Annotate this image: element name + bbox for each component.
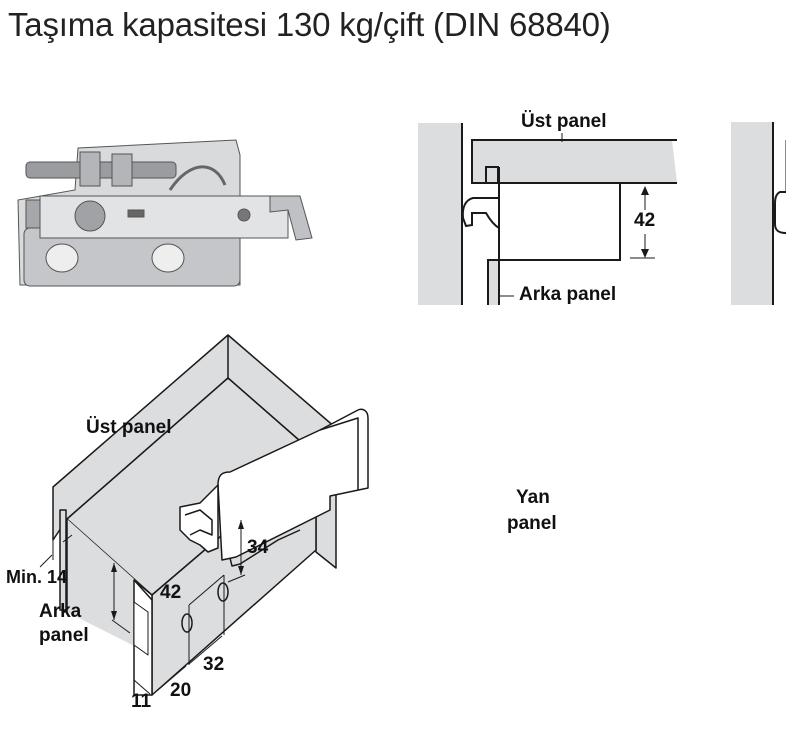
- section-view: [418, 122, 786, 305]
- min-14-label: Min. 14: [6, 567, 68, 587]
- product-photo: [17, 139, 313, 287]
- iso-dim-34: 34: [247, 537, 269, 558]
- page-title: Taşıma kapasitesi 130 kg/çift (DIN 68840…: [8, 6, 611, 43]
- iso-dim-11: 11: [131, 691, 152, 712]
- isometric-view: [39, 334, 369, 696]
- iso-top-panel-label: Üst panel: [86, 417, 172, 438]
- section-back-panel-label: Arka panel: [519, 284, 617, 305]
- iso-dim-20: 20: [170, 680, 192, 701]
- iso-side-panel-label-2: panel: [507, 513, 557, 534]
- section-top-panel-label: Üst panel: [521, 111, 607, 132]
- iso-dim-42: 42: [160, 582, 182, 603]
- iso-back-panel-label-1: Arka: [39, 601, 82, 622]
- iso-dim-32: 32: [203, 654, 225, 675]
- iso-side-panel-label-1: Yan: [516, 487, 550, 508]
- section-dim-42: 42: [634, 210, 656, 231]
- iso-back-panel-label-2: panel: [39, 625, 89, 646]
